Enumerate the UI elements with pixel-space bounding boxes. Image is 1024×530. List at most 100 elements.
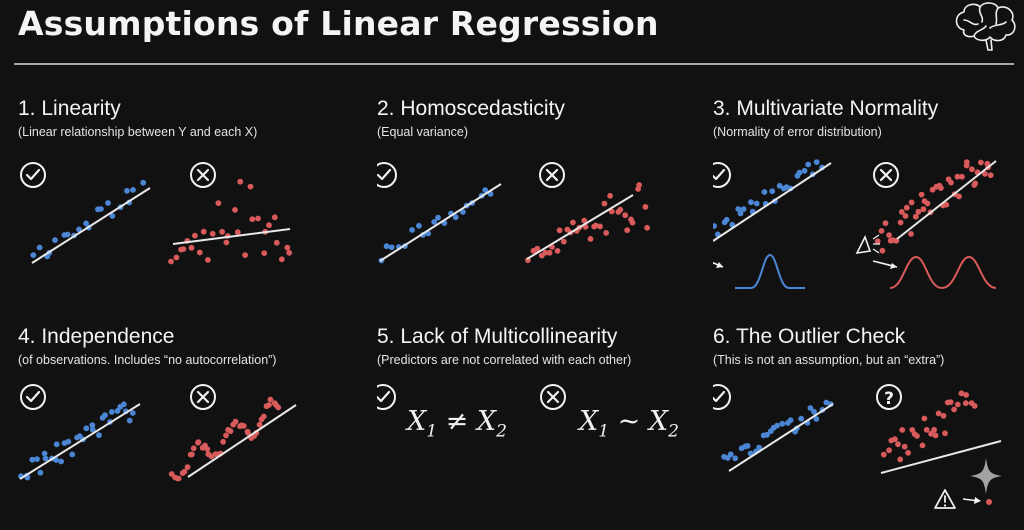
scatter-point: [53, 457, 59, 463]
scatter-point: [570, 219, 576, 226]
regression-line: [19, 403, 141, 480]
scatter-point: [787, 417, 794, 424]
scatter-point: [764, 431, 770, 438]
scatter-point: [247, 183, 254, 190]
scatter-point: [732, 455, 739, 462]
scatter-point: [266, 402, 272, 408]
scatter-point: [383, 243, 390, 250]
scatter-point: [727, 451, 734, 458]
check-circle-icon: [377, 384, 396, 410]
scatter-point: [928, 430, 934, 437]
scatter-point: [592, 222, 599, 229]
scatter-point: [940, 412, 947, 419]
scatter-point: [902, 213, 909, 219]
scatter-point: [58, 458, 64, 465]
scatter-point: [962, 400, 969, 407]
scatter-point: [908, 231, 914, 237]
scatter-point: [126, 417, 133, 424]
bad-scatter: [874, 159, 994, 254]
regression-line: [880, 440, 1002, 474]
scatter-point: [581, 217, 588, 224]
scatter-point: [205, 257, 211, 263]
scatter-point: [761, 189, 768, 195]
scatter-point: [525, 257, 531, 264]
scatter-point: [931, 426, 937, 433]
scatter-point: [37, 469, 44, 476]
scatter-point: [482, 187, 489, 193]
scatter-point: [958, 390, 965, 397]
scatter-point: [779, 420, 786, 427]
scatter-point: [920, 206, 927, 213]
panel-heading: 2. Homoscedasticity: [377, 97, 565, 120]
regression-line: [526, 194, 634, 260]
scatter-point: [554, 248, 561, 254]
scatter-point: [556, 227, 563, 234]
bimodal-curve: [889, 255, 997, 290]
scatter-point: [195, 439, 202, 445]
scatter-point: [284, 244, 291, 251]
scatter-point: [932, 432, 939, 439]
scatter-point: [175, 475, 182, 482]
scatter-point: [908, 199, 915, 206]
scatter-point: [83, 425, 90, 432]
panel-subtitle: (of observations. Includes “no autocorre…: [18, 353, 277, 367]
x-circle-icon: [539, 162, 565, 188]
panel-subtitle: (Normality of error distribution): [713, 125, 882, 139]
scatter-point: [879, 247, 886, 254]
scatter-point: [98, 206, 104, 212]
regression-line: [728, 403, 834, 472]
scatter-point: [617, 206, 624, 213]
scatter-point: [636, 182, 642, 188]
scatter-point: [76, 226, 82, 233]
scatter-point: [416, 222, 422, 229]
scatter-point: [267, 396, 274, 403]
panel-linearity: 1. Linearity (Linear relationship betwee…: [18, 97, 348, 302]
scatter-point: [982, 170, 988, 177]
scatter-point: [41, 450, 48, 457]
panel-subtitle: (This is not an assumption, but an “extr…: [713, 353, 945, 367]
scatter-point: [29, 456, 36, 463]
scatter-point: [899, 427, 906, 433]
scatter-point: [972, 180, 979, 187]
homoscedasticity-illustration: [377, 162, 650, 264]
scatter-point: [204, 446, 211, 452]
scatter-point: [30, 252, 37, 258]
scatter-point: [776, 182, 783, 189]
scatter-point: [897, 456, 904, 463]
scatter-point: [713, 223, 717, 229]
scatter-point: [796, 169, 803, 176]
scatter-point: [943, 201, 950, 208]
scatter-point: [629, 219, 636, 226]
scatter-point: [914, 433, 920, 439]
question-circle-icon: ?: [876, 384, 902, 410]
scatter-point: [181, 468, 188, 475]
scatter-point: [747, 450, 754, 457]
scatter-point: [188, 244, 195, 251]
scatter-point: [215, 200, 222, 206]
scatter-point: [756, 444, 762, 451]
scatter-point: [209, 230, 216, 237]
regression-line: [379, 183, 502, 262]
scatter-point: [813, 159, 820, 165]
scatter-point: [753, 200, 760, 207]
bad-scatter-triangle: [168, 178, 293, 265]
panel-homoscedasticity: 2. Homoscedasticity (Equal variance): [377, 97, 707, 302]
scatter-point: [744, 443, 751, 449]
scatter-point: [108, 409, 115, 415]
scatter-point: [912, 213, 919, 220]
scatter-point: [255, 215, 261, 222]
scatter-point: [918, 191, 925, 198]
scatter-point: [249, 216, 256, 223]
independence-illustration: [18, 384, 297, 482]
scatter-point: [608, 208, 615, 215]
scatter-point: [546, 249, 553, 256]
scatter-point: [823, 399, 830, 406]
scatter-point: [723, 216, 730, 223]
good-scatter: [18, 401, 136, 481]
scatter-point: [223, 239, 230, 246]
arrow-head: [716, 262, 723, 268]
regression-line: [31, 187, 151, 264]
scatter-point: [52, 237, 58, 243]
scatter-point: [923, 426, 930, 433]
x-circle-icon: [873, 162, 899, 188]
